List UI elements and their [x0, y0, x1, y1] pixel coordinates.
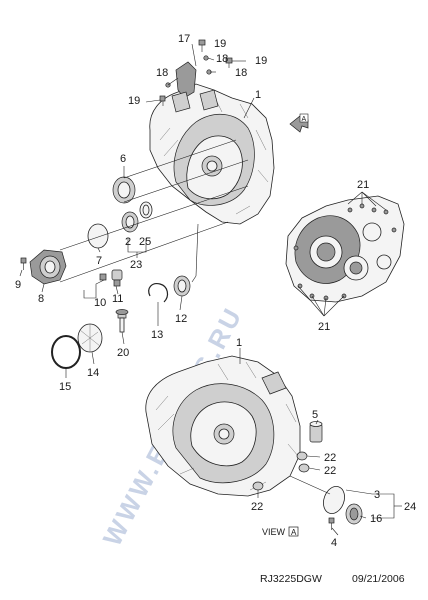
- part-5-sleeve: [309, 421, 323, 443]
- callout-22-c: 22: [251, 501, 263, 513]
- callout-9: 9: [15, 279, 21, 291]
- drawing-date: 09/21/2006: [352, 573, 405, 585]
- callout-4: 4: [331, 537, 337, 549]
- callout-20: 20: [117, 347, 129, 359]
- callout-23: 23: [130, 259, 142, 271]
- view-label-text: VIEW: [262, 527, 286, 537]
- part-22-plugs: [252, 451, 310, 491]
- part-8-release-bearing: [20, 249, 67, 285]
- callout-3: 3: [374, 489, 380, 501]
- callout-18-c: 18: [156, 67, 168, 79]
- view-label-box: A: [291, 528, 297, 537]
- part-14-15-plate-oring: [51, 323, 103, 369]
- callout-18-b: 18: [235, 67, 247, 79]
- callout-16: 16: [370, 513, 382, 525]
- clutch-housing-top: [149, 61, 275, 225]
- callout-19-a: 19: [214, 38, 226, 50]
- part-3-4-16-seal-group: [323, 486, 363, 530]
- callout-1-top: 1: [255, 89, 261, 101]
- callout-7: 7: [96, 255, 102, 267]
- callout-11: 11: [112, 293, 123, 305]
- callout-24: 24: [404, 501, 416, 513]
- callout-1-bottom: 1: [236, 337, 242, 349]
- part-7-disc: [87, 223, 109, 249]
- leader-lines: [19, 43, 402, 536]
- callout-15: 15: [59, 381, 71, 393]
- transaxle-case-bottom: [145, 355, 301, 497]
- part-6-seal: [112, 176, 136, 204]
- callout-6: 6: [120, 153, 126, 165]
- callout-13: 13: [151, 329, 163, 341]
- callout-21-bottom: 21: [318, 321, 330, 333]
- housing-view-a: [285, 195, 405, 303]
- part-20-shaft: [115, 309, 129, 333]
- callout-19-c: 19: [128, 95, 140, 107]
- callout-14: 14: [87, 367, 99, 379]
- part-10-11-fittings: [83, 269, 123, 299]
- callout-18-a: 18: [216, 53, 228, 65]
- part-12-13-rings: [148, 275, 191, 303]
- view-a-arrow-icon: A: [289, 113, 309, 133]
- callout-12: 12: [175, 313, 187, 325]
- callout-22-a: 22: [324, 452, 336, 464]
- callout-8: 8: [38, 293, 44, 305]
- bolts-top: [159, 39, 233, 106]
- svg-text:A: A: [302, 116, 307, 123]
- callout-17: 17: [178, 33, 190, 45]
- callout-21-top: 21: [357, 179, 369, 191]
- callout-25: 25: [139, 236, 151, 248]
- view-a-label: VIEW A: [262, 526, 299, 537]
- callout-22-b: 22: [324, 465, 336, 477]
- part-2-25-rings: [121, 201, 153, 233]
- drawing-code: RJ3225DGW: [260, 573, 322, 585]
- callout-10: 10: [94, 297, 106, 309]
- callout-labels: 1 17 19 18 19 18 18 19 6 21 2 25 7 23 9 …: [15, 33, 416, 549]
- callout-19-b: 19: [255, 55, 267, 67]
- callout-5: 5: [312, 409, 318, 421]
- callout-2: 2: [125, 236, 131, 248]
